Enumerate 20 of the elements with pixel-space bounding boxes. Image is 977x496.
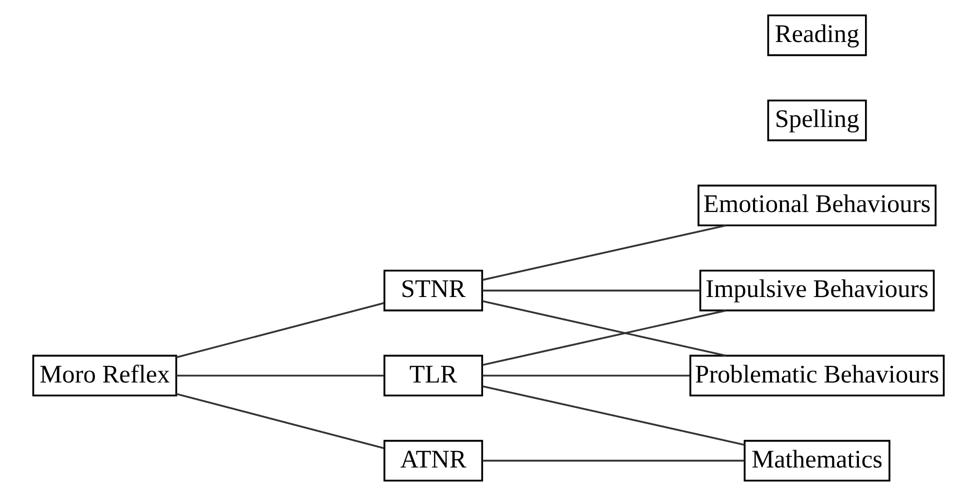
connector <box>176 302 384 358</box>
node-box: Moro Reflex <box>32 354 178 396</box>
node-box: Spelling <box>767 100 867 142</box>
node-box: Problematic Behaviours <box>689 354 945 396</box>
node-box: ATNR <box>384 440 484 482</box>
node-box: Impulsive Behaviours <box>699 270 935 312</box>
connector <box>176 392 384 450</box>
node-box: Emotional Behaviours <box>698 184 937 226</box>
connector <box>482 290 700 292</box>
connector <box>482 310 726 366</box>
connector <box>482 224 726 281</box>
connector <box>482 300 726 356</box>
connector <box>482 460 745 462</box>
connector <box>176 374 384 377</box>
node-box: Mathematics <box>744 440 890 482</box>
node-box: Reading <box>767 14 867 56</box>
node-box: STNR <box>384 270 484 312</box>
connector <box>482 374 690 377</box>
node-box: TLR <box>384 354 484 396</box>
connector <box>482 385 745 446</box>
